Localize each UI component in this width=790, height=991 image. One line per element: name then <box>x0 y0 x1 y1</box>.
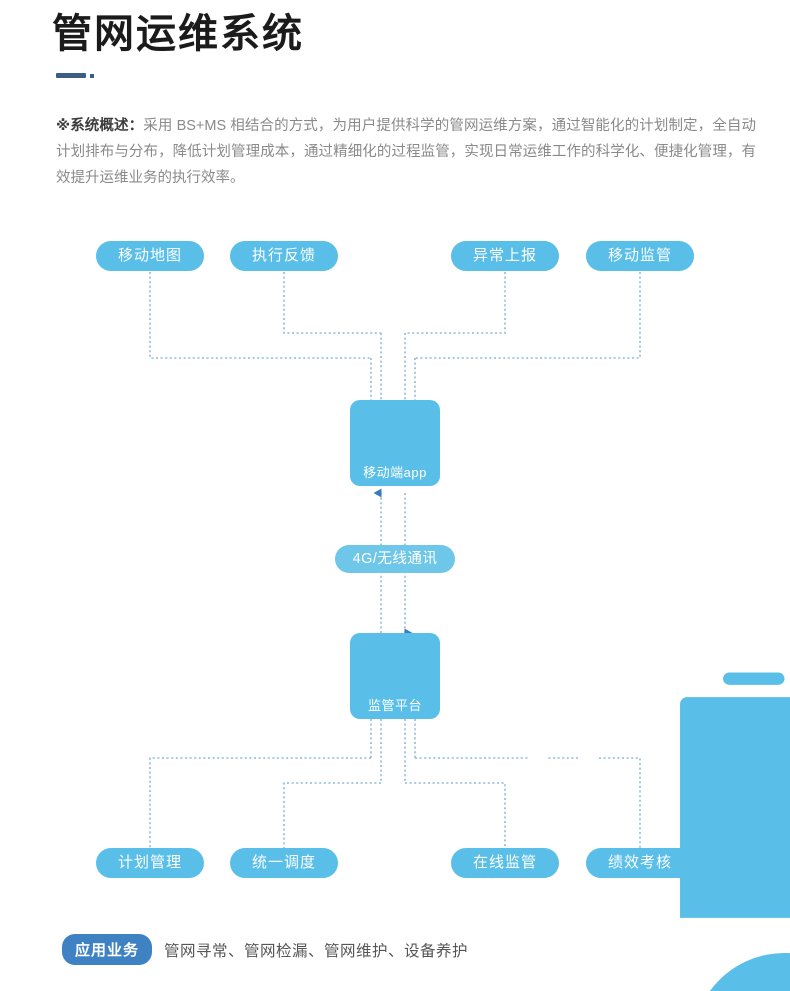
bottom-node-online-supervision[interactable]: 在线监管 <box>451 848 559 878</box>
intro-lead: ※系统概述： <box>56 117 144 134</box>
footer-text: 管网寻常、管网检漏、管网维护、设备养护 <box>164 942 469 960</box>
top-node-mobile-supervision[interactable]: 移动监管 <box>586 241 694 271</box>
node-mobile-app-label: 移动端app <box>363 465 427 480</box>
node-supervision-platform-label: 监管平台 <box>367 698 422 713</box>
intro-paragraph: ※系统概述：采用 BS+MS 相结合的方式，为用户提供科学的管网运维方案，通过智… <box>56 113 756 191</box>
footer-badge: 应用业务 <box>62 934 153 965</box>
bottom-node-unified-dispatch[interactable]: 统一调度 <box>230 848 338 878</box>
node-supervision-platform[interactable]: 监管平台 <box>350 633 790 991</box>
title-underline-dash <box>56 73 86 78</box>
bottom-node-performance-review[interactable]: 绩效考核 <box>586 848 694 878</box>
top-node-mobile-map[interactable]: 移动地图 <box>96 241 204 271</box>
top-node-exception-report[interactable]: 异常上报 <box>451 241 559 271</box>
node-mobile-app[interactable]: 移动端app <box>350 400 790 991</box>
page-title: 管网运维系统 <box>52 12 304 56</box>
bottom-node-plan-management[interactable]: 计划管理 <box>96 848 204 878</box>
intro-body: 采用 BS+MS 相结合的方式，为用户提供科学的管网运维方案，通过智能化的计划制… <box>56 117 756 186</box>
top-node-execution-feedback[interactable]: 执行反馈 <box>230 241 338 271</box>
title-underline-dot <box>90 74 94 78</box>
link-label-4g[interactable]: 4G/无线通讯 <box>335 545 455 573</box>
footer-applications: 应用业务 管网寻常、管网检漏、管网维护、设备养护 <box>62 934 468 965</box>
